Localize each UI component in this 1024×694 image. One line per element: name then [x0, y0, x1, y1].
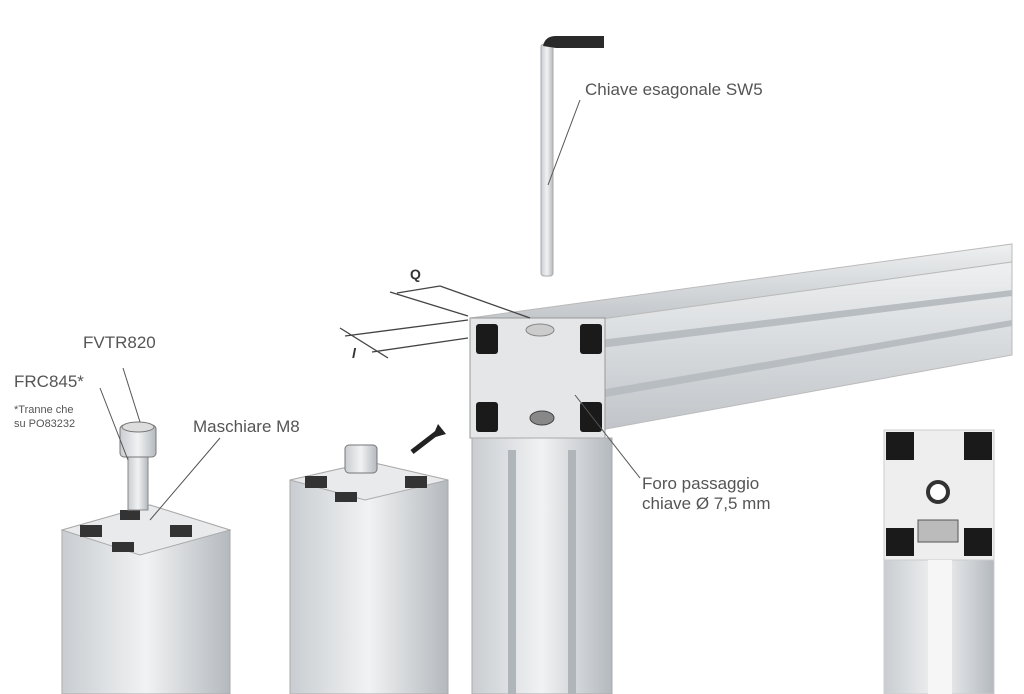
- label-frc845: FRC845*: [14, 372, 84, 391]
- profile-with-connector: [289, 424, 449, 694]
- dimension-lines: [339, 285, 531, 359]
- label-hex-key: Chiave esagonale SW5: [585, 80, 763, 99]
- dimension-q: Q: [410, 266, 421, 282]
- leader-lines: [99, 99, 641, 521]
- label-tap-m8: Maschiare M8: [193, 417, 300, 436]
- label-key-hole: Foro passaggio chiave Ø 7,5 mm: [642, 474, 771, 515]
- cross-section-detail: [883, 429, 995, 694]
- footnote-line-1: *Tranne che: [14, 404, 74, 416]
- label-key-hole-line-1: Foro passaggio: [642, 474, 760, 493]
- footnote: *Tranne che su PO83232: [14, 403, 75, 432]
- label-fvtr820: FVTR820: [83, 333, 156, 352]
- hex-key: [540, 36, 604, 277]
- dimension-l: l: [352, 345, 356, 361]
- horizontal-profile: [469, 243, 1013, 439]
- vertical-profile: [471, 437, 613, 694]
- profile-with-screw: [60, 421, 232, 694]
- label-key-hole-line-2: chiave Ø 7,5 mm: [642, 494, 771, 514]
- footnote-line-2: su PO83232: [14, 418, 76, 431]
